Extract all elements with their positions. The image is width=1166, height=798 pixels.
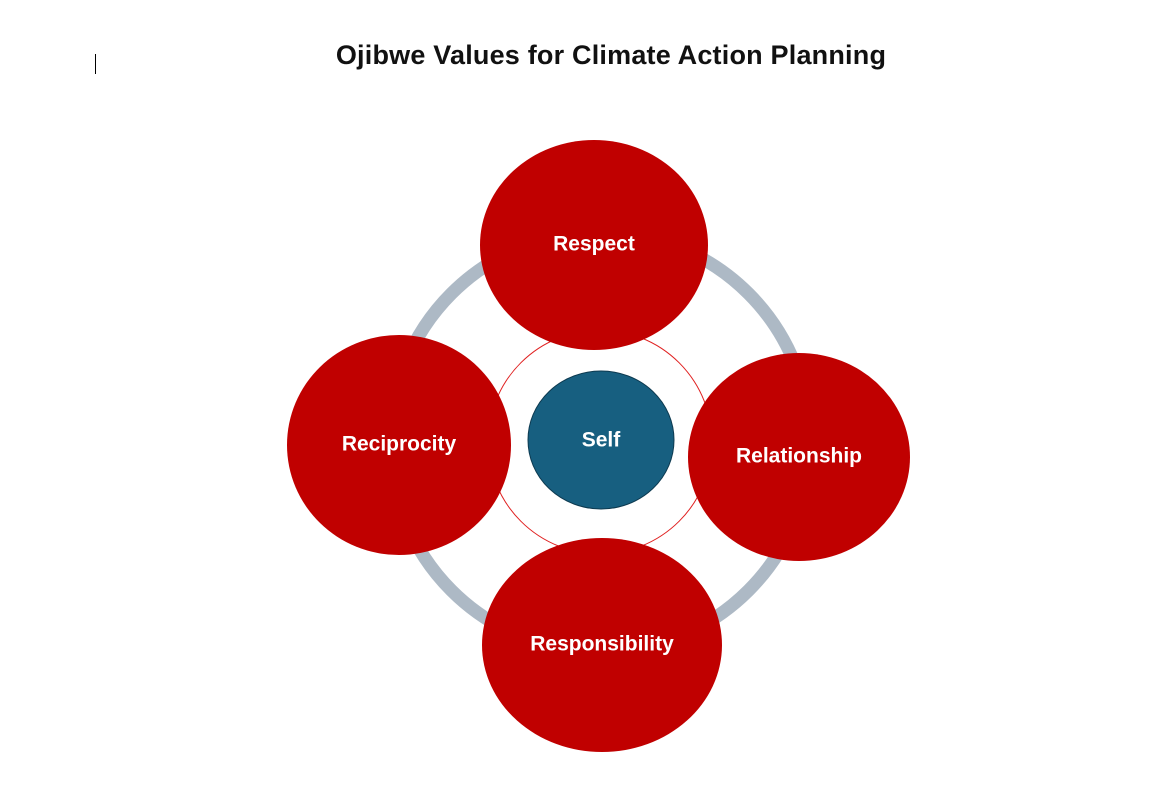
node-reciprocity-label: Reciprocity: [342, 433, 457, 456]
text-cursor: [95, 54, 96, 74]
center-node-label: Self: [582, 429, 622, 452]
node-reciprocity: Reciprocity: [287, 335, 511, 555]
node-respect-circle: [480, 140, 708, 350]
node-relationship-label: Relationship: [736, 445, 862, 468]
center-node-self: [527, 370, 675, 510]
node-responsibility-circle: [482, 538, 722, 752]
node-respect: Respect: [480, 140, 708, 350]
node-responsibility-label: Responsibility: [530, 633, 674, 656]
node-responsibility: Responsibility: [482, 538, 722, 752]
node-respect-label: Respect: [553, 233, 635, 256]
node-relationship: Relationship: [688, 353, 910, 561]
diagram-title: Ojibwe Values for Climate Action Plannin…: [335, 40, 887, 70]
node-reciprocity-circle: [287, 335, 511, 555]
node-relationship-circle: [688, 353, 910, 561]
